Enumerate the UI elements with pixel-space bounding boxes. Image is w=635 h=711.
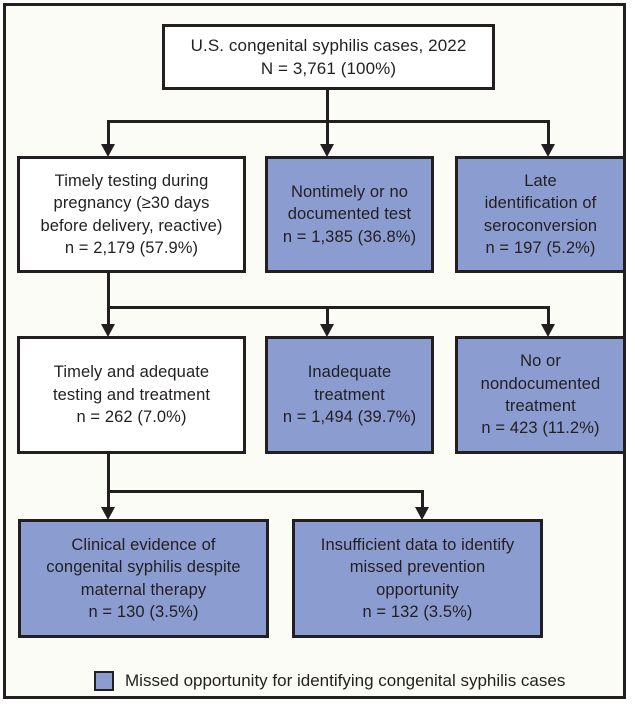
legend-label: Missed opportunity for identifying conge… [125, 671, 566, 690]
node-no-treatment: No or nondocumented treatment n = 423 (1… [455, 336, 626, 454]
legend: Missed opportunity for identifying conge… [94, 671, 566, 692]
figure-frame: U.S. congenital syphilis cases, 2022 N =… [3, 3, 626, 699]
node-clinical-evidence: Clinical evidence of congenital syphilis… [18, 519, 269, 638]
down-arrowhead-icon [101, 324, 115, 337]
node-nontimely-test-text: Nontimely or no documented test n = 1,38… [282, 182, 417, 246]
connector-line [547, 306, 550, 327]
node-late-seroconversion-text: Late identification of seroconversion n … [483, 171, 598, 257]
node-inadequate-treatment: Inadequate treatment n = 1,494 (39.7%) [265, 336, 434, 454]
down-arrowhead-icon [415, 507, 429, 520]
node-total-cases: U.S. congenital syphilis cases, 2022 N =… [162, 24, 495, 90]
down-arrowhead-icon [541, 144, 555, 157]
node-nontimely-test: Nontimely or no documented test n = 1,38… [265, 156, 434, 273]
node-timely-adequate-treatment: Timely and adequate testing and treatmen… [17, 336, 246, 454]
node-no-treatment-text: No or nondocumented treatment n = 423 (1… [480, 352, 601, 438]
down-arrowhead-icon [101, 507, 115, 520]
node-inadequate-treatment-text: Inadequate treatment n = 1,494 (39.7%) [282, 363, 417, 427]
connector-line [107, 454, 110, 510]
node-timely-testing-text: Timely testing during pregnancy (≥30 day… [40, 171, 223, 257]
node-insufficient-data: Insufficient data to identify missed pre… [292, 519, 543, 638]
connector-line [107, 120, 110, 147]
node-timely-adequate-treatment-text: Timely and adequate testing and treatmen… [52, 363, 211, 427]
connector-line [421, 490, 424, 510]
missed-opportunity-swatch-icon [94, 671, 114, 692]
node-insufficient-data-text: Insufficient data to identify missed pre… [320, 535, 515, 621]
connector-line [326, 306, 329, 327]
down-arrowhead-icon [101, 144, 115, 157]
connector-line [107, 273, 110, 327]
node-total-cases-text: U.S. congenital syphilis cases, 2022 N =… [190, 35, 467, 78]
node-clinical-evidence-text: Clinical evidence of congenital syphilis… [46, 535, 241, 621]
down-arrowhead-icon [541, 324, 555, 337]
node-late-seroconversion: Late identification of seroconversion n … [455, 156, 626, 273]
connector-line [547, 120, 550, 147]
connector-line [107, 490, 424, 493]
down-arrowhead-icon [320, 324, 334, 337]
node-timely-testing: Timely testing during pregnancy (≥30 day… [17, 156, 246, 273]
down-arrowhead-icon [320, 144, 334, 157]
connector-line [326, 90, 329, 147]
connector-line [107, 120, 550, 123]
